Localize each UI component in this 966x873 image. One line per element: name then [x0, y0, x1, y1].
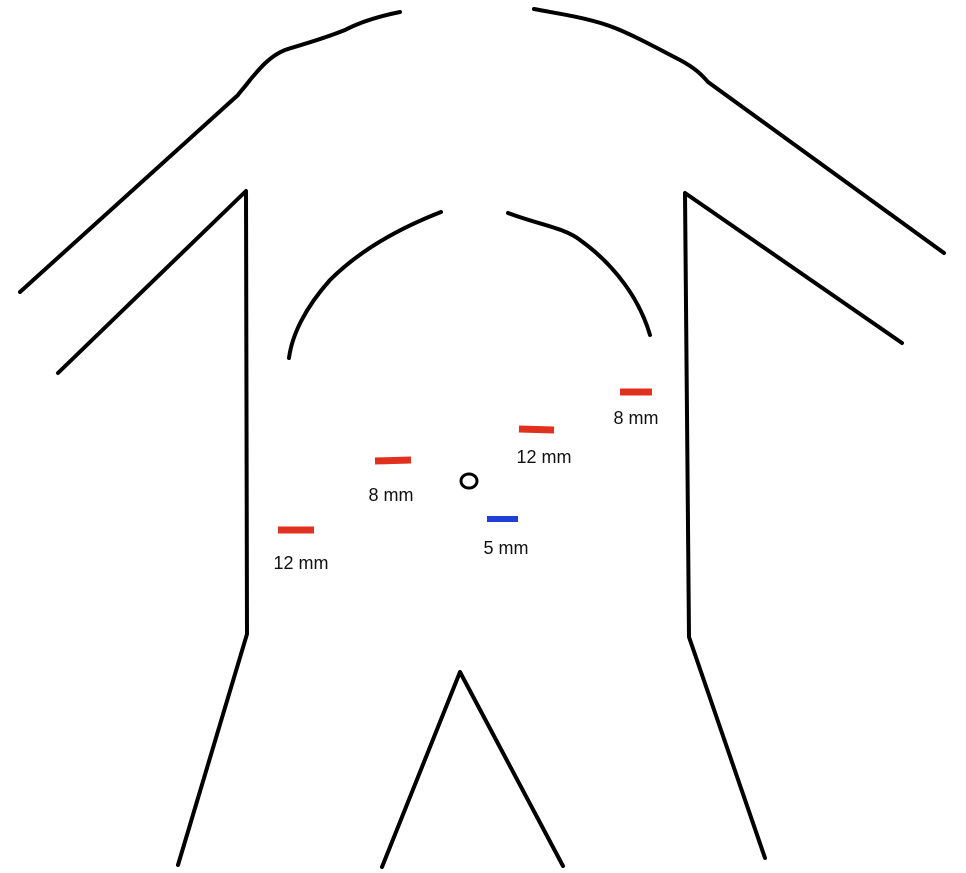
right-arm-lower-and-torso: [685, 193, 902, 858]
right-costal-margin: [508, 213, 650, 335]
left-shoulder-arm-upper: [20, 12, 400, 292]
right-shoulder-arm-upper: [534, 9, 944, 253]
body-outline: [20, 9, 944, 867]
port-labels: 12 mm 8 mm 5 mm 12 mm 8 mm: [273, 408, 658, 573]
inner-legs: [382, 672, 563, 867]
port-label-5mm-assistant: 5 mm: [484, 538, 529, 558]
left-costal-margin: [289, 212, 441, 358]
umbilicus-marker: [461, 474, 477, 488]
port-label-12mm-left: 12 mm: [516, 447, 571, 467]
port-label-12mm-right: 12 mm: [273, 553, 328, 573]
port-incision-12mm-left: [519, 429, 554, 430]
port-incision-8mm-right: [375, 460, 411, 461]
port-label-8mm-right: 8 mm: [369, 485, 414, 505]
port-incisions: [278, 392, 652, 530]
port-label-8mm-left: 8 mm: [614, 408, 659, 428]
left-arm-lower-and-torso: [58, 191, 247, 865]
